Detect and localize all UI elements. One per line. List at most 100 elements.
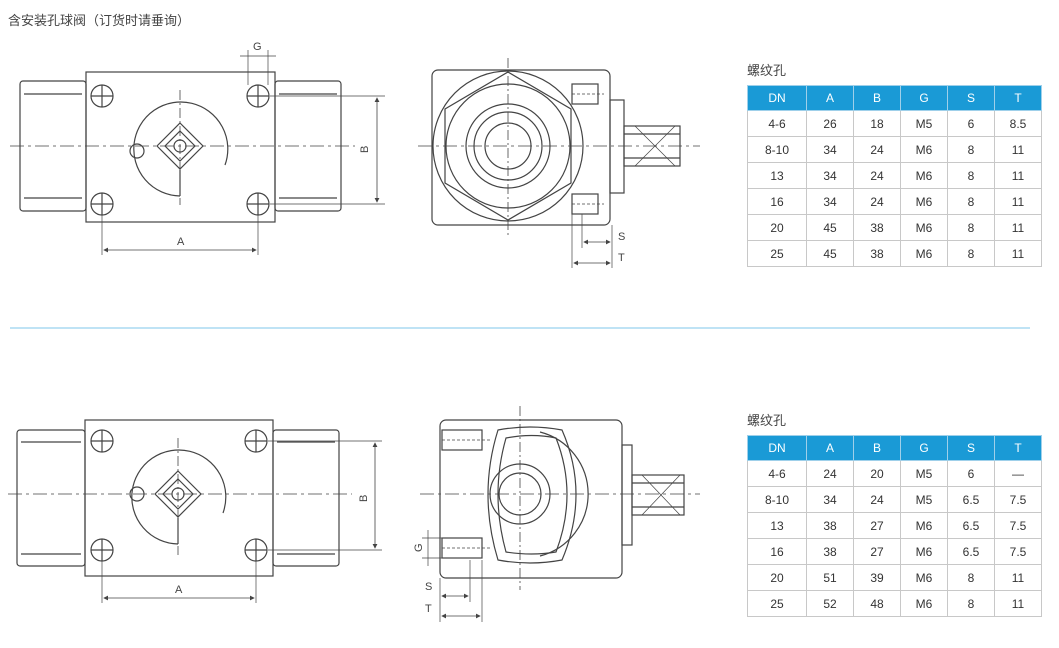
cell: 24	[806, 460, 854, 487]
top-front-view	[10, 50, 385, 255]
cell: M6	[900, 188, 948, 215]
cell: 6.5	[947, 538, 995, 565]
cell: M6	[900, 162, 948, 189]
cell: M5	[900, 460, 948, 487]
cell: 8	[947, 214, 995, 241]
cell: 24	[853, 188, 901, 215]
header-g: G	[900, 85, 948, 111]
cell: 6.5	[947, 486, 995, 513]
cell: M6	[900, 214, 948, 241]
cell: 6	[947, 110, 995, 137]
header-a: A	[806, 435, 854, 461]
cell: 20	[747, 214, 807, 241]
cell: 6	[947, 460, 995, 487]
cell: 25	[747, 590, 807, 617]
cell: 48	[853, 590, 901, 617]
cell: 38	[806, 538, 854, 565]
cell: 8	[947, 240, 995, 267]
cell: 27	[853, 512, 901, 539]
header-b: B	[853, 435, 901, 461]
cell: 8	[947, 162, 995, 189]
cell: 38	[853, 214, 901, 241]
cell: 4-6	[747, 460, 807, 487]
cell: 24	[853, 162, 901, 189]
cell: M6	[900, 590, 948, 617]
cell: 34	[806, 188, 854, 215]
header-g: G	[900, 435, 948, 461]
cell: 8	[947, 590, 995, 617]
header-b: B	[853, 85, 901, 111]
cell: M6	[900, 564, 948, 591]
bottom-spec-label: 螺纹孔	[747, 414, 787, 429]
table-header-row: DN A B G S T	[747, 435, 1042, 461]
bottom-side-view	[420, 406, 700, 622]
bottom-dim-s-label: S	[425, 581, 432, 593]
bottom-dim-t-label: T	[425, 603, 432, 615]
cell: 6.5	[947, 512, 995, 539]
table-header-row: DN A B G S T	[747, 85, 1042, 111]
top-dim-t-label: T	[618, 252, 625, 264]
cell: 38	[853, 240, 901, 267]
cell: 34	[806, 136, 854, 163]
top-side-view	[418, 58, 700, 268]
top-dim-s-label: S	[618, 231, 625, 243]
cell: 51	[806, 564, 854, 591]
cell: 7.5	[994, 486, 1042, 513]
cell: M6	[900, 240, 948, 267]
bottom-dim-b-label: B	[358, 495, 370, 502]
cell: 8	[947, 136, 995, 163]
bottom-dim-g-label: G	[413, 543, 425, 552]
cell: 38	[806, 512, 854, 539]
cell: 8	[947, 188, 995, 215]
cell: 18	[853, 110, 901, 137]
cell: 11	[994, 564, 1042, 591]
header-dn: DN	[747, 85, 807, 111]
top-spec-label: 螺纹孔	[747, 64, 787, 79]
cell: —	[994, 460, 1042, 487]
cell: 34	[806, 162, 854, 189]
cell: 11	[994, 214, 1042, 241]
header-s: S	[947, 85, 995, 111]
cell: 27	[853, 538, 901, 565]
cell: 11	[994, 240, 1042, 267]
cell: 16	[747, 188, 807, 215]
cell: 20	[747, 564, 807, 591]
cell: 7.5	[994, 538, 1042, 565]
cell: 8-10	[747, 486, 807, 513]
top-dim-b-label: B	[359, 146, 371, 153]
cell: 16	[747, 538, 807, 565]
cell: 11	[994, 162, 1042, 189]
cell: 8.5	[994, 110, 1042, 137]
cell: M5	[900, 486, 948, 513]
header-s: S	[947, 435, 995, 461]
cell: 34	[806, 486, 854, 513]
cell: 26	[806, 110, 854, 137]
cell: 24	[853, 486, 901, 513]
top-dim-g-label: G	[253, 41, 262, 53]
page-title: 含安装孔球阀（订货时请垂询）	[8, 14, 191, 29]
cell: 8	[947, 564, 995, 591]
cell: 7.5	[994, 512, 1042, 539]
cell: 20	[853, 460, 901, 487]
cell: 39	[853, 564, 901, 591]
cell: 11	[994, 136, 1042, 163]
cell: 52	[806, 590, 854, 617]
top-dim-a-label: A	[177, 236, 185, 248]
section-divider	[10, 327, 1030, 329]
cell: 8-10	[747, 136, 807, 163]
cell: 24	[853, 136, 901, 163]
